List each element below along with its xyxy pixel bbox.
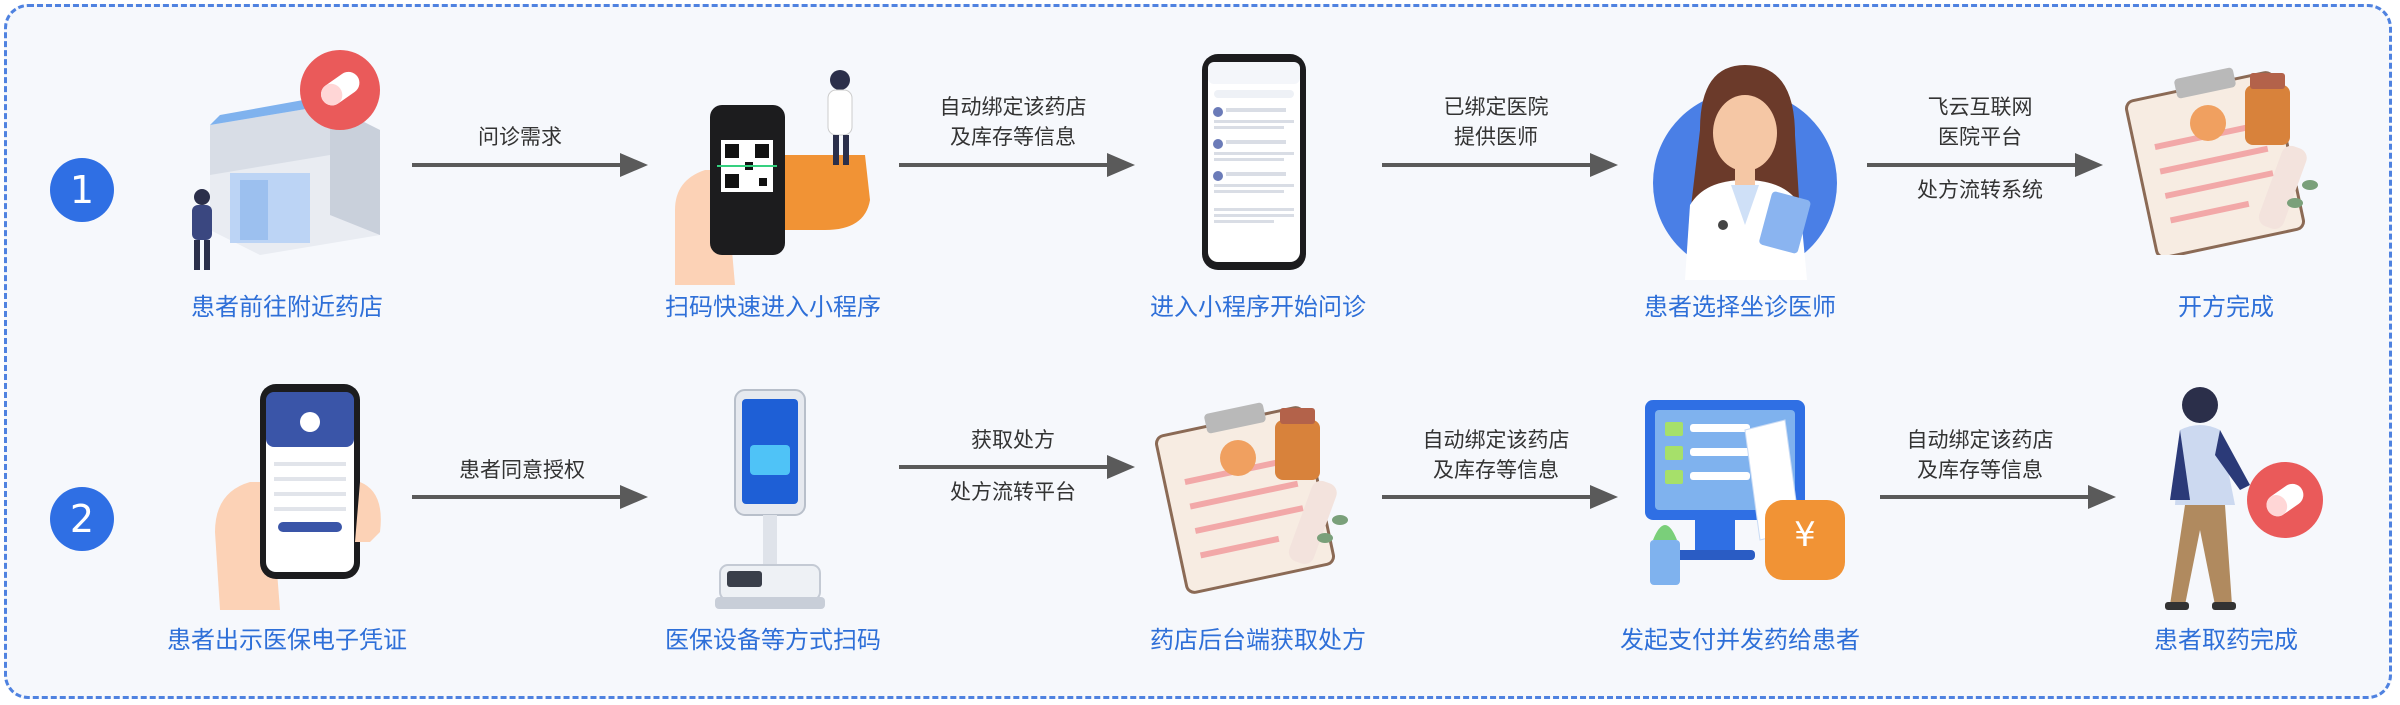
- prescription-icon: [1154, 402, 1348, 594]
- arrow-label-r1-2-top: 自动绑定该药店: [939, 95, 1087, 119]
- insurance-phone-icon: [215, 384, 381, 610]
- pharmacy-building-icon: [192, 50, 380, 270]
- arrow-label-r1-3-bottom: 提供医师: [1454, 125, 1538, 149]
- step-label-r1-2: 扫码快速进入小程序: [665, 293, 881, 321]
- arrow-label-r2-1: 患者同意授权: [459, 458, 585, 482]
- arrow-label-r1-2-bottom: 及库存等信息: [950, 125, 1076, 149]
- step-label-r1-3: 进入小程序开始问诊: [1150, 293, 1366, 321]
- step-label-r1-5: 开方完成: [2178, 293, 2274, 321]
- arrow-r2-3: [1382, 485, 1618, 509]
- step-number-badge-1: 1: [50, 158, 114, 222]
- prescription-icon: [2124, 67, 2318, 255]
- yen-sign: ¥: [1794, 515, 1816, 555]
- arrow-r1-3: [1382, 153, 1618, 177]
- step-label-r2-3: 药店后台端获取处方: [1150, 626, 1366, 654]
- arrow-label-r1-4-bottom: 处方流转系统: [1917, 178, 2043, 202]
- step-label-r2-4: 发起支付并发药给患者: [1620, 626, 1860, 654]
- arrow-label-r2-4-bottom: 及库存等信息: [1917, 458, 2043, 482]
- step-label-r1-4: 患者选择坐诊医师: [1644, 293, 1836, 321]
- arrow-label-r1-4-top2: 医院平台: [1938, 125, 2022, 149]
- step-label-r1-1: 患者前往附近药店: [191, 293, 383, 321]
- arrow-label-r2-4-top: 自动绑定该药店: [1906, 428, 2054, 452]
- arrow-r1-1: [412, 153, 648, 177]
- step-label-r2-2: 医保设备等方式扫码: [665, 626, 881, 654]
- arrow-r1-2: [899, 153, 1135, 177]
- arrow-label-r2-3-top: 自动绑定该药店: [1422, 428, 1570, 452]
- arrow-r2-4: [1880, 485, 2116, 509]
- arrow-label-r1-4-top: 飞云互联网: [1927, 95, 2033, 119]
- arrow-label-r2-2-bottom: 处方流转平台: [950, 480, 1076, 504]
- arrow-label-r2-3-bottom: 及库存等信息: [1433, 458, 1559, 482]
- doctor-icon: [1653, 65, 1837, 280]
- mini-program-phone-icon: [1202, 54, 1306, 270]
- arrow-label-r1-1: 问诊需求: [478, 125, 562, 149]
- payment-icon: [1645, 400, 1845, 585]
- patient-pill-icon: [2165, 387, 2323, 610]
- step-label-r2-1: 患者出示医保电子凭证: [167, 626, 407, 654]
- arrow-r2-1: [412, 485, 648, 509]
- arrow-r2-2: [899, 455, 1135, 479]
- step-number-badge-2: 2: [50, 487, 114, 551]
- arrow-label-r2-2-top: 获取处方: [971, 428, 1055, 452]
- arrow-label-r1-3-top: 已绑定医院: [1443, 95, 1549, 119]
- scan-qr-phone-icon: [675, 70, 870, 285]
- arrow-r1-4: [1867, 153, 2103, 177]
- scanner-kiosk-icon: [715, 389, 825, 609]
- step-label-r2-5: 患者取药完成: [2154, 626, 2298, 654]
